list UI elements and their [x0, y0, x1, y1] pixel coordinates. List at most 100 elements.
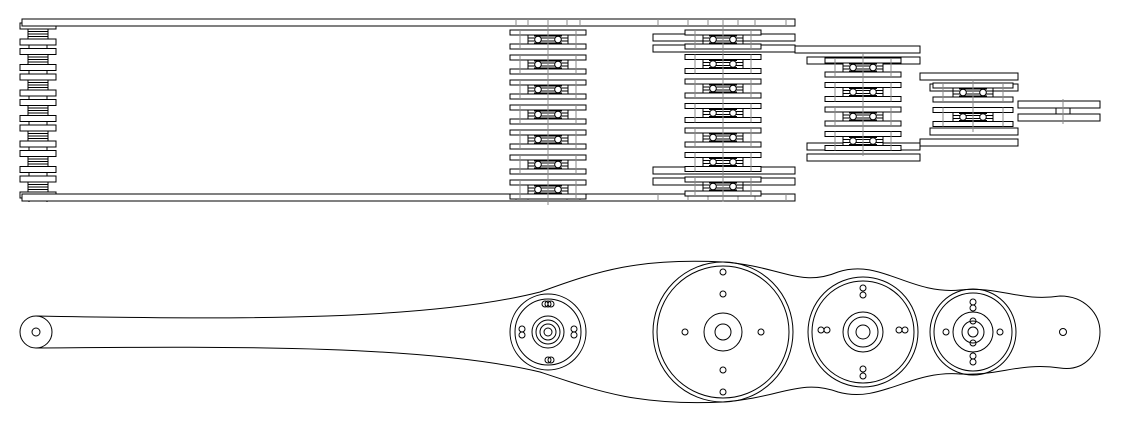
joint-bearing	[709, 134, 737, 141]
joint-bearing	[959, 89, 987, 96]
end-joint-bore	[968, 327, 978, 337]
joint-2-stack	[685, 26, 761, 202]
medium-joint-outer-ring	[808, 277, 918, 387]
base-flange	[20, 49, 56, 55]
bearing-ball	[960, 89, 967, 96]
large-joint-outer-ring	[653, 262, 793, 402]
base-flange	[20, 116, 56, 122]
base-flange	[20, 65, 56, 71]
base-gear-stack	[20, 74, 56, 96]
mounting-hole	[824, 327, 830, 333]
joint-4-lower-plate	[930, 128, 1018, 135]
bearing-ball	[710, 134, 717, 141]
medium-joint-hub	[843, 312, 883, 352]
bearing-ball	[555, 61, 562, 68]
mounting-hole	[548, 301, 554, 307]
bearing-ball	[850, 113, 857, 120]
bearing-ball	[555, 136, 562, 143]
main-lower-plate	[22, 194, 795, 201]
mounting-hole	[720, 389, 726, 395]
mounting-hole	[997, 329, 1003, 335]
mounting-hole	[720, 269, 726, 275]
bearing-ball	[535, 36, 542, 43]
bearing-ball	[555, 161, 562, 168]
small-joint	[510, 294, 586, 370]
mounting-hole	[548, 357, 554, 363]
joint-4-stack	[933, 79, 1013, 132]
joint-bearing	[534, 36, 562, 43]
mounting-hole	[896, 327, 902, 333]
bearing-ball	[535, 161, 542, 168]
base-flange	[20, 74, 56, 80]
top-view	[20, 261, 1100, 402]
mounting-hole	[970, 353, 976, 359]
mounting-hole	[943, 329, 949, 335]
main-upper-plate	[22, 19, 795, 26]
bearing-ball	[980, 89, 987, 96]
bearing-ball	[555, 186, 562, 193]
base-gear-hatch	[28, 134, 48, 139]
mounting-hole	[545, 301, 551, 307]
base-gear-stack	[20, 125, 56, 147]
bearing-ball	[870, 64, 877, 71]
joint-4-upper-plate	[920, 73, 1018, 80]
bearing-ball	[980, 114, 987, 121]
bearing-ball	[850, 64, 857, 71]
bearing-ball	[710, 110, 717, 117]
base-gear-hatch	[28, 108, 48, 113]
bearing-ball	[555, 111, 562, 118]
end-joint-hub	[953, 312, 993, 352]
base-gear-hatch	[28, 32, 48, 37]
bearing-ball	[730, 134, 737, 141]
base-gear-stack	[20, 49, 56, 71]
small-joint-hub	[536, 320, 560, 344]
bearing-ball	[535, 136, 542, 143]
bearing-ball	[710, 36, 717, 43]
side-view	[20, 19, 1100, 205]
base-gear-stack	[20, 100, 56, 122]
mounting-hole	[970, 318, 976, 324]
bearing-ball	[960, 114, 967, 121]
joint-1-stack	[510, 26, 586, 205]
mounting-hole	[860, 292, 866, 298]
small-joint-bore	[544, 328, 552, 336]
bearing-ball	[870, 89, 877, 96]
mounting-hole	[970, 305, 976, 311]
bearing-ball	[710, 85, 717, 92]
base-flange	[20, 141, 56, 147]
large-joint-hub	[704, 313, 742, 351]
mounting-hole	[970, 359, 976, 365]
bearing-ball	[710, 61, 717, 68]
bearing-ball	[870, 138, 877, 145]
base-gear-hatch	[28, 159, 48, 164]
bearing-ball	[535, 61, 542, 68]
small-joint-hub	[532, 316, 564, 348]
base-pin-joint	[20, 316, 52, 348]
bearing-ball	[555, 86, 562, 93]
bearing-ball	[730, 159, 737, 166]
joint-bearing	[959, 114, 987, 121]
mounting-hole	[902, 327, 908, 333]
base-pin-boss	[20, 316, 52, 348]
bearing-ball	[730, 61, 737, 68]
medium-joint	[808, 277, 918, 387]
base-flange	[20, 167, 56, 173]
tip-pin-joint	[1060, 329, 1067, 336]
tip-link	[1018, 99, 1100, 124]
medium-joint-inner-ring	[812, 281, 914, 383]
joint-3-upper-plate	[795, 46, 920, 53]
mounting-hole	[720, 367, 726, 373]
base-gear-hatch	[28, 185, 48, 190]
mounting-hole	[970, 299, 976, 305]
large-joint-inner-ring	[657, 266, 789, 398]
base-flange	[20, 125, 56, 131]
end-joint-hub	[962, 321, 984, 343]
mounting-hole	[860, 285, 866, 291]
joint-bearing	[849, 64, 877, 71]
bearing-ball	[850, 89, 857, 96]
joint-3-stack	[825, 54, 901, 156]
mounting-hole	[860, 373, 866, 379]
joint-bearing	[709, 110, 737, 117]
bearing-ball	[535, 186, 542, 193]
